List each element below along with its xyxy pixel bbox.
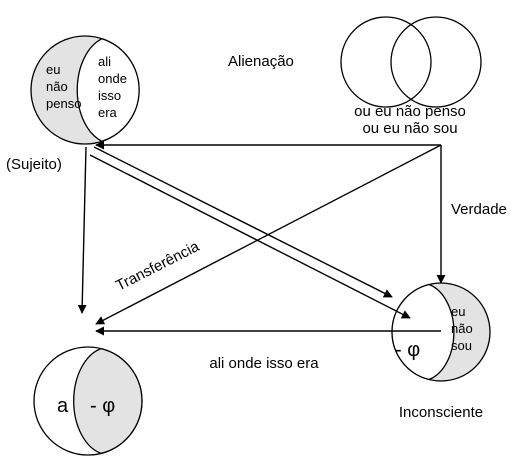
transferencia-label: Transferência: [113, 238, 203, 295]
arrow-subject-to-unconscious-1: [93, 146, 393, 298]
unconscious-shaded-line-1: eu: [451, 304, 465, 319]
subject-shaded-line-2: não: [46, 79, 68, 94]
verdade-label: Verdade: [451, 201, 507, 218]
venn-diagram: [340, 16, 482, 108]
venn-caption-line-2: ou eu não sou: [362, 120, 457, 137]
arrows: [77, 140, 446, 336]
object-circle: a - φ: [33, 346, 143, 456]
unconscious-phi-label: - φ: [395, 339, 420, 361]
arrow-subject-down: [77, 146, 87, 314]
object-phi-label: - φ: [90, 395, 115, 417]
unconscious-shaded-line-2: não: [451, 321, 473, 336]
sujeito-label: (Sujeito): [6, 156, 62, 173]
ali-onde-isso-era-label: ali onde isso era: [209, 355, 319, 372]
subject-white-line-2: onde: [98, 71, 127, 86]
arrow-subject-to-unconscious-2: [89, 154, 411, 319]
subject-circle: eu não penso ali onde isso era: [30, 35, 140, 145]
unconscious-circle: - φ eu não sou: [391, 282, 491, 382]
alienacao-label: Alienação: [228, 53, 294, 70]
subject-white-line-3: isso: [98, 88, 121, 103]
venn-left-circle: [340, 16, 432, 108]
inconsciente-label: Inconsciente: [399, 404, 483, 421]
object-a-label: a: [57, 395, 69, 417]
unconscious-shaded-line-3: sou: [451, 338, 472, 353]
subject-shaded-line-1: eu: [46, 62, 60, 77]
object-shaded-lune: [73, 347, 143, 455]
venn-right-circle: [390, 16, 482, 108]
venn-caption-line-1: ou eu não penso: [354, 103, 466, 120]
subject-shaded-line-3: penso: [46, 96, 81, 111]
subject-white-line-4: era: [98, 105, 118, 120]
unconscious-inner-lune: [391, 283, 455, 381]
subject-white-line-1: ali: [98, 54, 111, 69]
